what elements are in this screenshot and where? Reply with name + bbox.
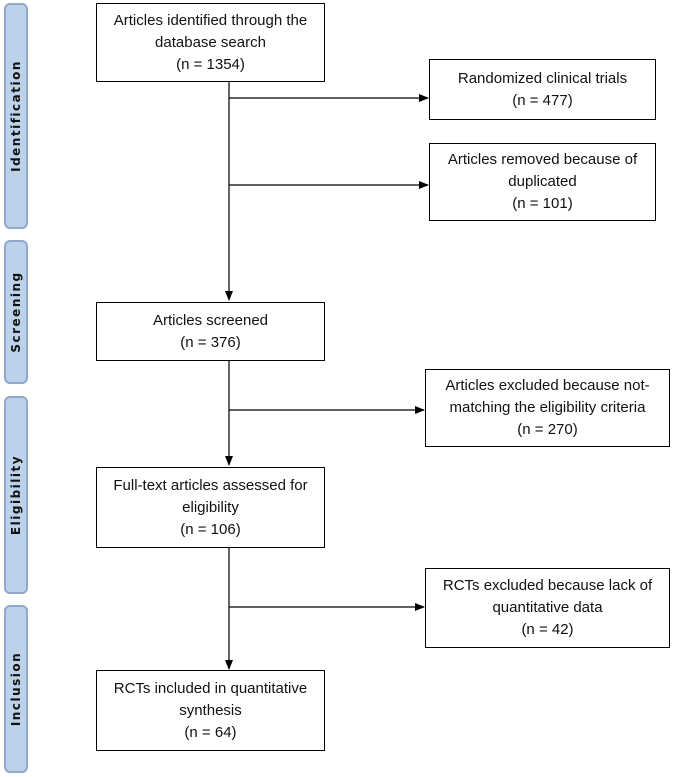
box-duplicates-removed-line3: (n = 101) (512, 195, 573, 212)
box-excluded-eligibility-line1: Articles excluded because not- (445, 377, 650, 394)
box-articles-identified: Articles identified through the database… (96, 3, 325, 82)
box-fulltext-assessed-line1: Full-text articles assessed for (113, 476, 308, 494)
box-rcts-included-text: RCTs included in quantitative synthesis … (108, 678, 313, 744)
box-duplicates-removed: Articles removed because of duplicated (… (429, 143, 656, 221)
box-duplicates-removed-line1: Articles removed because of (447, 151, 638, 168)
box-articles-screened: Articles screened (n = 376) (96, 302, 325, 361)
phase-inclusion: Inclusion (4, 605, 28, 773)
box-excluded-data-line2: quantitative data (492, 599, 603, 616)
box-excluded-data-line1: RCTs excluded because lack of (442, 577, 653, 594)
box-randomized-trials-line2: (n = 477) (512, 91, 573, 109)
box-randomized-trials: Randomized clinical trials (n = 477) (429, 59, 656, 120)
box-excluded-eligibility-line2: matching the eligibility criteria (449, 399, 646, 416)
box-fulltext-assessed-line3: (n = 106) (180, 520, 241, 538)
box-rcts-included-line2: synthesis (179, 701, 242, 719)
box-rcts-included-line1: RCTs included in quantitative (113, 679, 308, 697)
phase-eligibility: Eligibility (4, 396, 28, 594)
box-excluded-eligibility: Articles excluded because not- matching … (425, 369, 670, 447)
box-rcts-included-line3: (n = 64) (184, 723, 237, 741)
phase-identification: Identification (4, 3, 28, 229)
box-excluded-eligibility-line3: (n = 270) (517, 421, 578, 438)
box-duplicates-removed-text: Articles removed because of duplicated (… (442, 149, 643, 215)
box-excluded-eligibility-text: Articles excluded because not- matching … (439, 375, 655, 441)
box-duplicates-removed-line2: duplicated (508, 173, 577, 190)
box-articles-screened-line2: (n = 376) (180, 333, 241, 351)
box-excluded-data-text: RCTs excluded because lack of quantitati… (437, 575, 658, 641)
box-articles-screened-line1: Articles screened (152, 311, 269, 329)
box-articles-identified-line2: database search (155, 33, 266, 51)
box-articles-identified-line1: Articles identified through the (113, 11, 308, 29)
box-articles-identified-line3: (n = 1354) (176, 55, 245, 73)
box-excluded-data-line3: (n = 42) (521, 621, 574, 638)
phase-screening: Screening (4, 240, 28, 384)
box-rcts-included: RCTs included in quantitative synthesis … (96, 670, 325, 751)
box-articles-screened-text: Articles screened (n = 376) (147, 310, 274, 354)
box-fulltext-assessed-line2: eligibility (182, 498, 239, 516)
box-randomized-trials-line1: Randomized clinical trials (457, 69, 628, 87)
box-randomized-trials-text: Randomized clinical trials (n = 477) (452, 68, 633, 112)
box-excluded-data: RCTs excluded because lack of quantitati… (425, 568, 670, 648)
box-articles-identified-text: Articles identified through the database… (108, 10, 313, 76)
box-fulltext-assessed-text: Full-text articles assessed for eligibil… (107, 475, 313, 541)
box-fulltext-assessed: Full-text articles assessed for eligibil… (96, 467, 325, 548)
